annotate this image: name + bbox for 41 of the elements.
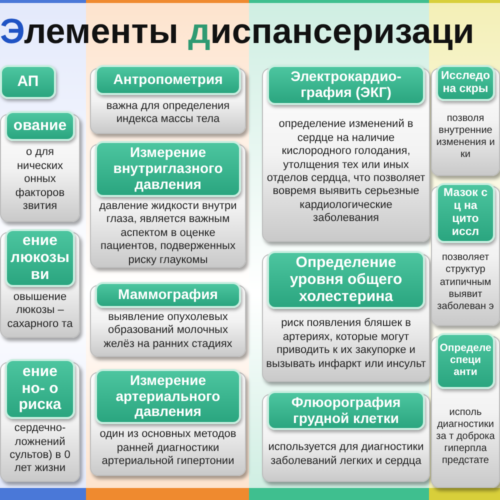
card-heading: Электрокардио- графия (ЭКГ) (267, 65, 425, 105)
poster-title: Элементы диспансеризаци (0, 12, 476, 52)
card-description: овышение люкозы – сахарного та (6, 291, 74, 332)
card-heading: ение люкозы ви (5, 229, 75, 288)
card-heading: Мазок с ц на цито иссл (436, 183, 495, 242)
info-card (431, 186, 500, 326)
card-description: определение изменений в сердце на наличие кислородного голодания, утолщения тех или иных отделов сердца, что позволяет вовремя выявить серьезные кардиологические заболевания (266, 118, 426, 226)
card-description: о для нических онных факторов звития (14, 146, 66, 214)
card-description: давление жидкости внутри глаза, является важным аспектом в оценке пациентов, подверженных риску глаукомы (98, 200, 238, 268)
info-card (262, 254, 430, 382)
card-description: риск появления бляшек в артериях, которые могут приводить к их закупорке и вызывать инфаркт или инсульт (266, 317, 426, 371)
info-card (431, 68, 500, 176)
card-heading: ование (5, 111, 75, 141)
card-heading: Измерение внутриглазного давления (95, 141, 241, 197)
card-description: позволяет структур атипичным выявит заболеван э (436, 252, 495, 314)
card-description: выявление опухолевых образований молочных желёз на ранних стадиях (102, 311, 234, 352)
info-card (0, 114, 80, 222)
card-heading: АП (0, 65, 56, 99)
card-heading: ение но- о риска (5, 359, 75, 419)
info-card (262, 68, 430, 242)
card-description: позволя внутренние изменения и ки (435, 112, 496, 162)
info-card (90, 144, 246, 268)
card-heading: Исследо на скры (436, 65, 495, 101)
card-heading: Определение уровня общего холестерина (267, 251, 425, 310)
card-heading: Флюорография грудной клетки (267, 391, 425, 430)
card-description: сердечно- ложнений сультов) в 0 лет жизни (8, 422, 72, 476)
card-description: исполь диагностики за т доброка гиперпла предстате (435, 406, 496, 468)
info-card (90, 68, 246, 134)
card-description: используется для диагностики заболеваний легких и сердца (267, 441, 425, 468)
info-card (0, 362, 80, 482)
card-heading: Маммография (95, 282, 241, 308)
card-heading: Антропометрия (95, 65, 241, 95)
info-card (90, 285, 246, 357)
info-card (0, 232, 80, 338)
info-card (262, 394, 430, 482)
card-description: один из основных методов ранней диагностики артериальной гипертонии (98, 428, 238, 469)
info-card (90, 372, 246, 476)
card-heading: Определе специ анти (436, 333, 495, 389)
card-description: важна для определения индекса массы тела (105, 100, 231, 126)
card-heading: Измерение артериального давления (95, 369, 241, 424)
info-card (431, 336, 500, 488)
